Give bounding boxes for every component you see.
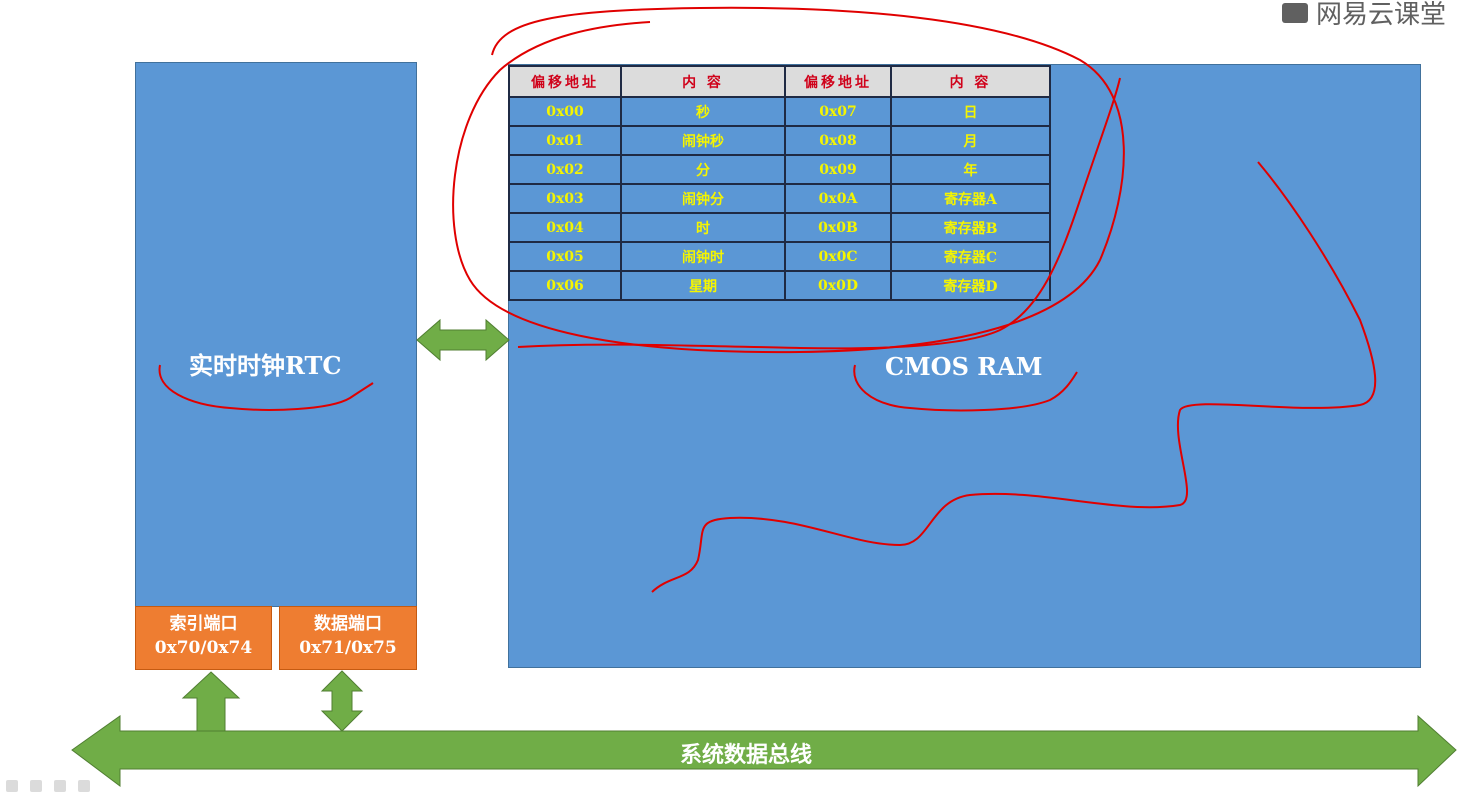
content-cell: 寄存器C <box>890 241 1051 272</box>
system-bus-arrow <box>71 714 1457 788</box>
system-bus-label: 系统数据总线 <box>680 743 813 768</box>
content-cell: 寄存器B <box>890 212 1051 243</box>
data-port-address: 0x71/0x75 <box>299 638 397 658</box>
offset-cell: 0x02 <box>508 154 622 185</box>
offset-cell: 0x01 <box>508 125 622 156</box>
header-offset: 偏移地址 <box>508 65 622 98</box>
table-row: 0x05 闹钟时 0x0C 寄存器C <box>508 241 1051 272</box>
table-row: 0x02 分 0x09 年 <box>508 154 1051 185</box>
rtc-label: 实时时钟RTC <box>189 351 342 380</box>
content-cell: 闹钟秒 <box>620 125 786 156</box>
menu-icon[interactable] <box>54 780 66 792</box>
annotation-underline-rtc <box>158 364 374 411</box>
table-row: 0x03 闹钟分 0x0A 寄存器A <box>508 183 1051 214</box>
watermark: 网易云课堂 <box>1282 0 1446 31</box>
next-icon[interactable] <box>78 780 90 792</box>
table-row: 0x04 时 0x0B 寄存器B <box>508 212 1051 243</box>
chat-bubble-icon <box>1282 2 1308 23</box>
content-cell: 月 <box>890 125 1051 156</box>
offset-cell: 0x07 <box>784 96 892 127</box>
content-cell: 日 <box>890 96 1051 127</box>
content-cell: 年 <box>890 154 1051 185</box>
annotation-line-cmos <box>517 77 1121 350</box>
data-port-name: 数据端口 <box>314 614 382 634</box>
table-row: 0x00 秒 0x07 日 <box>508 96 1051 127</box>
content-cell: 寄存器A <box>890 183 1051 214</box>
index-port-name: 索引端口 <box>169 614 238 634</box>
offset-cell: 0x08 <box>784 125 892 156</box>
offset-cell: 0x05 <box>508 241 622 272</box>
register-table: 偏移地址 内 容 偏移地址 内 容 0x00 秒 0x07 日 0x01 闹钟秒… <box>508 65 1051 301</box>
annotation-circle-table <box>452 6 1125 354</box>
offset-cell: 0x03 <box>508 183 622 214</box>
content-cell: 秒 <box>620 96 786 127</box>
offset-cell: 0x04 <box>508 212 622 243</box>
rtc-block <box>135 62 417 607</box>
offset-cell: 0x09 <box>784 154 892 185</box>
table-row: 0x06 星期 0x0D 寄存器D <box>508 270 1051 301</box>
annotation-underline-cmos <box>853 364 1078 412</box>
table-row: 0x01 闹钟秒 0x08 月 <box>508 125 1051 156</box>
cmos-label: CMOS RAM <box>885 352 1043 381</box>
rtc-cmos-double-arrow <box>416 318 510 362</box>
offset-cell: 0x0A <box>784 183 892 214</box>
content-cell: 分 <box>620 154 786 185</box>
content-cell: 闹钟时 <box>620 241 786 272</box>
watermark-text: 网易云课堂 <box>1316 0 1447 30</box>
content-cell: 星期 <box>620 270 786 301</box>
offset-cell: 0x0B <box>784 212 892 243</box>
content-cell: 闹钟分 <box>620 183 786 214</box>
pen-icon[interactable] <box>30 780 42 792</box>
index-port-address: 0x70/0x74 <box>154 638 253 658</box>
previous-icon[interactable] <box>6 780 18 792</box>
annotation-squiggle <box>651 161 1377 593</box>
offset-cell: 0x0C <box>784 241 892 272</box>
table-header-row: 偏移地址 内 容 偏移地址 内 容 <box>508 65 1051 98</box>
data-port: 数据端口 0x71/0x75 <box>279 606 417 670</box>
index-port: 索引端口 0x70/0x74 <box>135 606 272 670</box>
offset-cell: 0x0D <box>784 270 892 301</box>
content-cell: 时 <box>620 212 786 243</box>
offset-cell: 0x00 <box>508 96 622 127</box>
content-cell: 寄存器D <box>890 270 1051 301</box>
header-content: 内 容 <box>890 65 1051 98</box>
offset-cell: 0x06 <box>508 270 622 301</box>
header-content: 内 容 <box>620 65 786 98</box>
slide-toolbar <box>6 780 90 792</box>
header-offset: 偏移地址 <box>784 65 892 98</box>
